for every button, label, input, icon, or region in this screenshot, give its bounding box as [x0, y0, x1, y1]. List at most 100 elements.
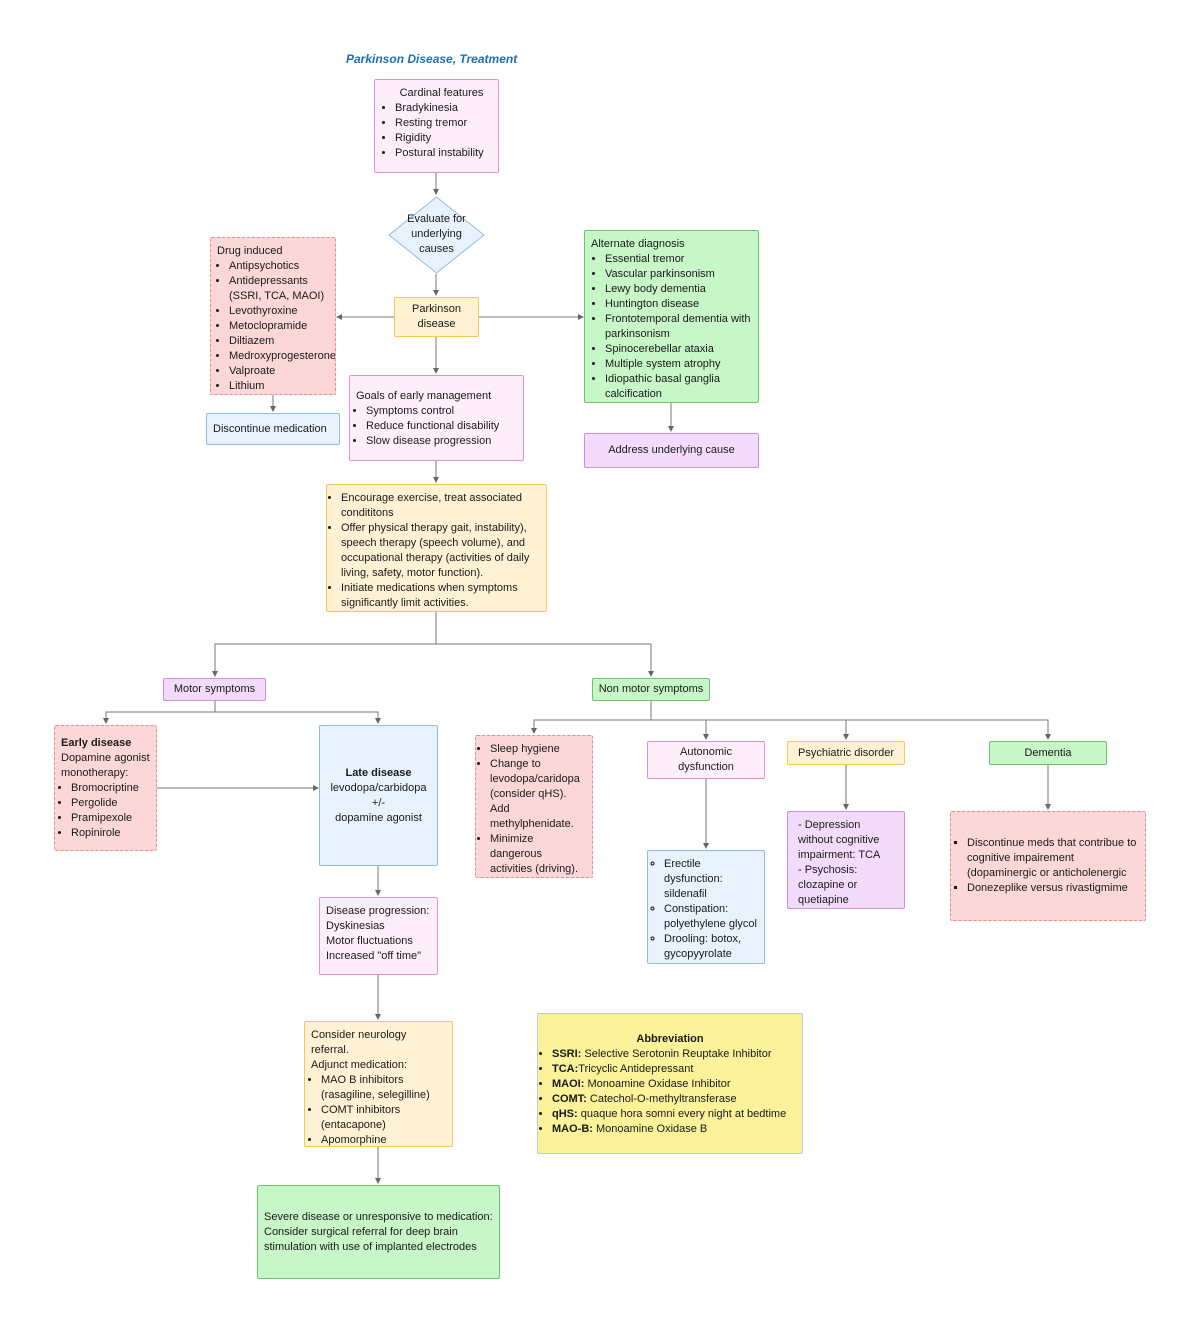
list-item: Essential tremor — [605, 252, 752, 267]
psychiatric-detail-box: Depression without cognitive impairment:… — [787, 811, 905, 909]
early-disease-box: Early disease Dopamine agonist monothera… — [54, 725, 157, 851]
non-motor-symptoms-label: Non motor symptoms — [598, 683, 704, 695]
alternate-diagnosis-box: Alternate diagnosis Essential tremor Vas… — [584, 230, 759, 403]
psychiatric-disorder-label: Psychiatric disorder — [798, 746, 894, 759]
list-item: Pergolide — [71, 796, 150, 811]
late-disease-box: Late disease levodopa/carbidopa +/- dopa… — [319, 725, 438, 866]
discontinue-medication-box: Discontinue medication — [206, 413, 340, 445]
autonomic-dysfunction-label: Autonomic dysfunction — [678, 746, 734, 773]
list-item: Symptoms control — [366, 404, 517, 419]
list-item: Drooling: botox, gycopyyrolate — [664, 932, 758, 962]
motor-symptoms-label: Motor symptoms — [173, 683, 256, 695]
disease-progression-box: Disease progression: Dyskinesias Motor f… — [319, 897, 438, 975]
autonomic-dysfunction-box: Autonomic dysfunction — [647, 741, 765, 779]
list-item: Minimize dangerous activities (driving). — [490, 832, 586, 877]
cardinal-features-list: Bradykinesia Resting tremor Rigidity Pos… — [381, 101, 492, 161]
abbr-def: quaque hora somni every night at bedtime — [577, 1108, 787, 1120]
list-item: Erectile dysfunction: sildenafil — [664, 857, 758, 902]
early-disease-title: Early disease — [61, 737, 132, 749]
autonomic-detail-box: Erectile dysfunction: sildenafil Constip… — [647, 850, 765, 964]
autonomic-detail-list: Erectile dysfunction: sildenafil Constip… — [654, 857, 758, 962]
abbr-def: Tricyclic Antidepressant — [578, 1063, 694, 1075]
early-disease-list: Bromocriptine Pergolide Pramipexole Ropi… — [61, 781, 150, 841]
evaluate-label: Evaluate for underlying causes — [407, 213, 466, 255]
late-disease-line: dopamine agonist — [335, 811, 422, 824]
edge-nonmotor-sleep — [531, 700, 652, 734]
list-item: Encourage exercise, treat associated con… — [341, 491, 540, 521]
late-disease-title: Late disease — [345, 766, 412, 779]
late-disease-line: +/- — [371, 796, 386, 809]
abbr-term: SSRI: — [552, 1048, 582, 1060]
list-item: COMT: Catechol-O-methyltransferase — [552, 1092, 796, 1107]
psychiatric-detail-list: Depression without cognitive impairment:… — [794, 818, 898, 908]
drug-induced-title: Drug induced — [217, 245, 283, 257]
list-item: COMT inhibitors (entacapone) — [321, 1103, 446, 1133]
list-item: MAOI: Monoamine Oxidase Inhibitor — [552, 1077, 796, 1092]
list-item: Resting tremor — [395, 116, 492, 131]
parkinson-disease-box: Parkinson disease — [394, 297, 479, 337]
dementia-box: Dementia — [989, 741, 1107, 765]
address-underlying-cause-box: Address underlying cause — [584, 433, 759, 468]
goals-box: Goals of early management Symptoms contr… — [349, 375, 524, 461]
late-disease-line: levodopa/carbidopa — [330, 781, 427, 794]
alternate-diagnosis-list: Essential tremor Vascular parkinsonism L… — [591, 252, 752, 402]
edge-encourage-split — [212, 612, 437, 677]
psychiatric-disorder-box: Psychiatric disorder — [787, 741, 905, 765]
dementia-detail-list: Discontinue meds that contribue to cogni… — [957, 836, 1139, 896]
list-item: Discontinue meds that contribue to cogni… — [967, 836, 1139, 881]
abbr-term: qHS: — [552, 1108, 578, 1120]
progression-line: Motor fluctuations — [326, 935, 413, 947]
initial-management-box: Encourage exercise, treat associated con… — [326, 484, 547, 612]
edge-motor-late — [215, 711, 381, 724]
abbreviation-list: SSRI: Selective Serotonin Reuptake Inhib… — [544, 1047, 796, 1137]
edge-encourage-nonmotor — [436, 643, 654, 677]
evaluate-decision-diamond — [388, 196, 485, 274]
list-item: SSRI: Selective Serotonin Reuptake Inhib… — [552, 1047, 796, 1062]
list-item: TCA:Tricyclic Antidepressant — [552, 1062, 796, 1077]
abbr-def: Selective Serotonin Reuptake Inhibitor — [581, 1048, 772, 1060]
list-item: qHS: quaque hora somni every night at be… — [552, 1107, 796, 1122]
goals-title: Goals of early management — [356, 390, 492, 402]
address-underlying-cause-label: Address underlying cause — [608, 444, 735, 456]
diagram-title: Parkinson Disease, Treatment — [346, 52, 518, 66]
severe-disease-box: Severe disease or unresponsive to medica… — [257, 1185, 500, 1279]
dementia-detail-box: Discontinue meds that contribue to cogni… — [950, 811, 1146, 921]
list-item: Offer physical therapy gait, instability… — [341, 521, 540, 581]
edge-motor-early — [103, 700, 216, 724]
discontinue-medication-label: Discontinue medication — [213, 422, 327, 435]
abbr-def: Catechol-O-methyltransferase — [586, 1093, 737, 1105]
list-item: Postural instability — [395, 146, 492, 161]
edge-nonmotor-dementia — [846, 719, 1051, 740]
progression-line: Dyskinesias — [326, 920, 385, 932]
dementia-label: Dementia — [1024, 746, 1072, 759]
list-item: Medroxyprogesterone — [229, 349, 335, 364]
list-item: Lewy body dementia — [605, 282, 752, 297]
abbr-def: Monoamine Oxidase B — [592, 1123, 708, 1135]
list-item: Pramipexole — [71, 811, 150, 826]
list-item: Diltiazem — [229, 334, 329, 349]
list-item: Bromocriptine — [71, 781, 150, 796]
non-motor-symptoms-box: Non motor symptoms — [592, 678, 710, 701]
abbr-term: MAO-B: — [552, 1123, 593, 1135]
list-item: Multiple system atrophy — [605, 357, 752, 372]
severe-disease-text: Severe disease or unresponsive to medica… — [264, 1210, 493, 1253]
motor-symptoms-box: Motor symptoms — [163, 678, 266, 701]
abbr-term: TCA: — [552, 1063, 579, 1075]
neurology-line: Consider neurology referral. — [311, 1029, 407, 1056]
abbr-term: MAOI: — [552, 1078, 585, 1090]
abbreviation-title: Abbreviation — [636, 1033, 704, 1045]
goals-list: Symptoms control Reduce functional disab… — [356, 404, 517, 449]
list-item: MAO-B: Monoamine Oxidase B — [552, 1122, 796, 1137]
list-item: Depression without cognitive impairment:… — [798, 818, 898, 863]
list-item: Rigidity — [395, 131, 492, 146]
initial-management-list: Encourage exercise, treat associated con… — [333, 491, 540, 611]
cardinal-features-title: Cardinal features — [399, 87, 484, 99]
progression-line: Disease progression: — [326, 905, 430, 917]
list-item: Psychosis: clozapine or quetiapine — [798, 863, 898, 908]
list-item: Idiopathic basal ganglia calcification — [605, 372, 752, 402]
list-item: Apomorphine — [321, 1133, 446, 1146]
drug-induced-list: Antipsychotics Antidepressants (SSRI, TC… — [217, 259, 335, 394]
list-item: Antidepressants (SSRI, TCA, MAOI) — [229, 274, 329, 304]
list-item: Change to levodopa/caridopa (consider qH… — [490, 757, 586, 832]
list-item: Levothyroxine — [229, 304, 329, 319]
